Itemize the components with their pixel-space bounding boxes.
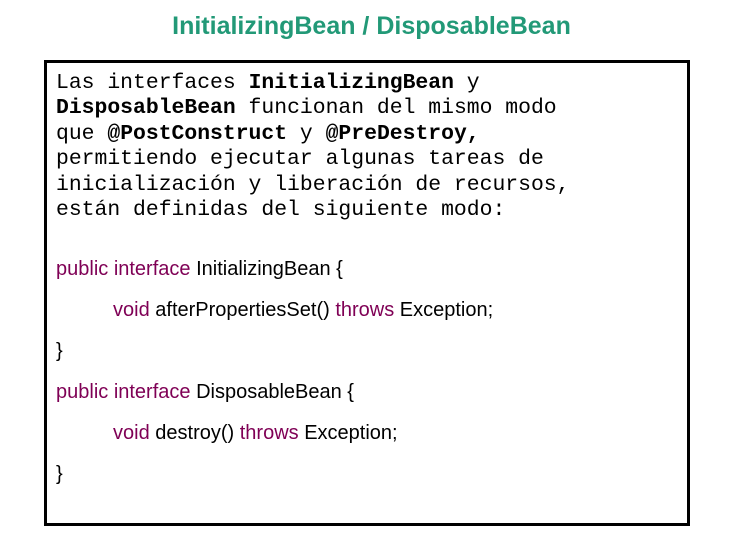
code-text: InitializingBean {	[190, 258, 343, 280]
intro-line-1: Las interfaces InitializingBean y	[56, 71, 686, 96]
keyword: void	[113, 422, 150, 444]
keyword: public interface	[56, 258, 191, 280]
keyword: void	[113, 299, 150, 321]
code-text: Exception;	[298, 422, 398, 444]
intro-text: que	[56, 121, 108, 146]
keyword: public interface	[56, 381, 191, 403]
code-line-afterpropertiesset: void afterPropertiesSet() throws Excepti…	[56, 290, 676, 331]
intro-text: y	[453, 71, 480, 95]
keyword: throws	[335, 299, 395, 321]
code-text: DisposableBean {	[190, 381, 354, 403]
intro-line-5: inicialización y liberación de recursos,	[56, 172, 570, 197]
intro-line-6: están definidas del siguiente modo:	[56, 198, 506, 223]
code-block: public interface InitializingBean { void…	[56, 249, 676, 495]
intro-line-3: que @PostConstruct y @PreDestroy,	[56, 122, 686, 147]
keyword: throws	[239, 422, 299, 444]
intro-text: funcionan del mismo modo	[235, 96, 557, 121]
content-box: Las interfaces InitializingBean y Dispos…	[44, 60, 690, 526]
intro-paragraph: Las interfaces InitializingBean y Dispos…	[56, 71, 686, 223]
code-line-disposable-decl: public interface DisposableBean {	[56, 372, 676, 413]
intro-text: y	[287, 121, 326, 146]
intro-line-2: DisposableBean funcionan del mismo modo	[56, 96, 686, 121]
intro-text: Las interfaces	[56, 71, 249, 95]
slide-title: InitializingBean / DisposableBean	[172, 12, 571, 40]
code-text: Exception;	[394, 299, 494, 321]
code-line-close-brace: }	[56, 463, 63, 485]
code-line-destroy: void destroy() throws Exception;	[56, 413, 676, 454]
code-text: destroy()	[149, 422, 240, 444]
predestroy-term: @PreDestroy,	[325, 121, 480, 146]
code-line-initializing-decl: public interface InitializingBean {	[56, 249, 676, 290]
postconstruct-term: @PostConstruct	[107, 121, 288, 146]
code-text: afterPropertiesSet()	[149, 299, 336, 321]
initializingbean-term: InitializingBean	[248, 71, 454, 95]
code-line-close-brace: }	[56, 340, 63, 362]
intro-line-4: permitiendo ejecutar algunas tareas de	[56, 147, 544, 172]
disposablebean-term: DisposableBean	[56, 96, 236, 121]
